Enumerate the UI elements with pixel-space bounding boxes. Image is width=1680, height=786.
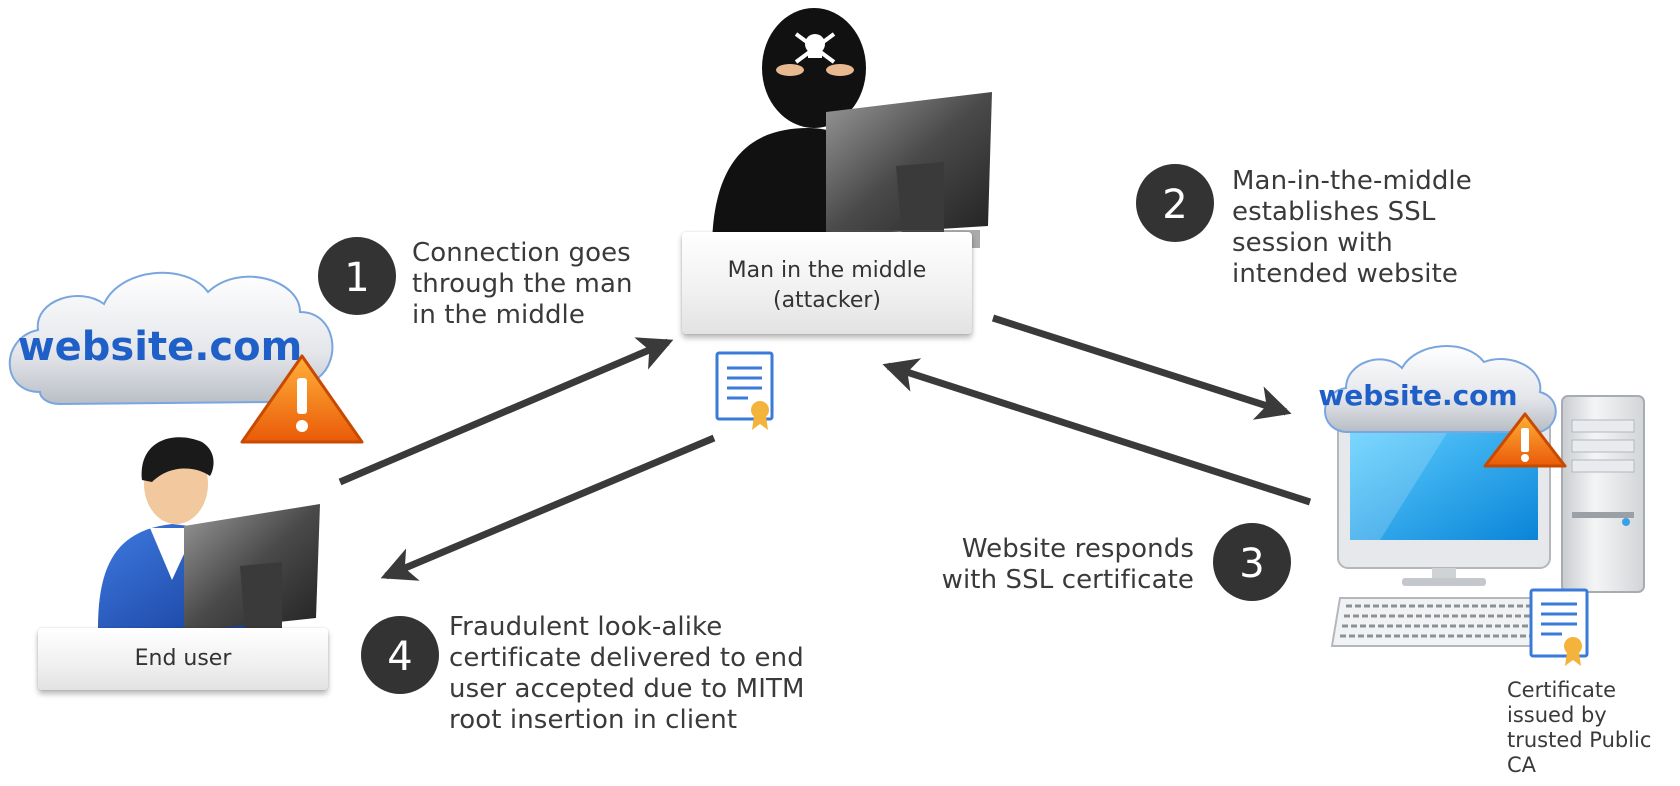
step-badge-1: 1 xyxy=(318,237,396,315)
arrow-website-to-attacker xyxy=(882,358,1312,506)
step-number-4: 4 xyxy=(387,634,412,680)
step-1-line: through the man xyxy=(412,269,633,299)
attacker-label-line-2: (attacker) xyxy=(772,288,881,313)
step-1-line: Connection goes xyxy=(412,238,631,268)
ca-line: trusted Public xyxy=(1507,728,1652,752)
step-number-2: 2 xyxy=(1162,182,1187,228)
attacker-label-box: Man in the middle (attacker) xyxy=(682,232,972,334)
ca-line: issued by xyxy=(1507,703,1607,727)
cloud-icon: website.com xyxy=(8,271,334,408)
step-1-description: Connection goes through the man in the m… xyxy=(412,238,633,331)
step-number-1: 1 xyxy=(344,255,369,301)
certificate-caption: Certificate issued by trusted Public CA xyxy=(1507,678,1651,778)
step-4-description: Fraudulent look-alike certificate delive… xyxy=(449,612,804,736)
step-3-description: Website responds with SSL certificate xyxy=(942,534,1194,596)
left-cloud-text: website.com xyxy=(18,324,303,370)
step-4-line: root insertion in client xyxy=(449,705,738,735)
step-2-line: Man-in-the-middle xyxy=(1232,166,1472,196)
arrow-attacker-to-website xyxy=(991,314,1292,420)
warning-icon xyxy=(240,354,364,444)
step-3-line: with SSL certificate xyxy=(941,565,1194,595)
step-badge-4: 4 xyxy=(361,616,439,694)
step-2-description: Man-in-the-middle establishes SSL sessio… xyxy=(1232,166,1472,290)
step-badge-2: 2 xyxy=(1136,164,1214,242)
step-2-line: session with xyxy=(1232,228,1393,258)
arrow-attacker-to-user xyxy=(380,434,716,581)
step-1-line: in the middle xyxy=(412,300,585,330)
step-4-line: user accepted due to MITM xyxy=(449,674,805,704)
arrows xyxy=(338,314,1312,581)
step-2-line: intended website xyxy=(1232,259,1458,289)
warning-icon xyxy=(1483,412,1567,468)
monitor-icon xyxy=(184,504,320,640)
step-badge-3: 3 xyxy=(1213,523,1291,601)
ca-line: CA xyxy=(1507,753,1537,777)
arrow-user-to-attacker xyxy=(338,337,674,486)
certificate-icon xyxy=(715,351,774,430)
cloud-icon: website.com xyxy=(1318,345,1557,433)
step-4-line: Fraudulent look-alike xyxy=(449,612,723,642)
ca-line: Certificate xyxy=(1507,678,1617,702)
desktop-computer-icon xyxy=(1330,395,1645,647)
step-4-line: certificate delivered to end xyxy=(449,643,804,673)
right-cloud-text: website.com xyxy=(1318,379,1517,412)
end-user-label: End user xyxy=(134,646,232,671)
certificate-icon xyxy=(1529,588,1589,666)
end-user-label-box: End user xyxy=(38,628,328,690)
attacker-label-line-1: Man in the middle xyxy=(727,258,927,283)
step-3-line: Website responds xyxy=(961,534,1194,564)
step-2-line: establishes SSL xyxy=(1232,197,1436,227)
step-number-3: 3 xyxy=(1239,541,1264,587)
